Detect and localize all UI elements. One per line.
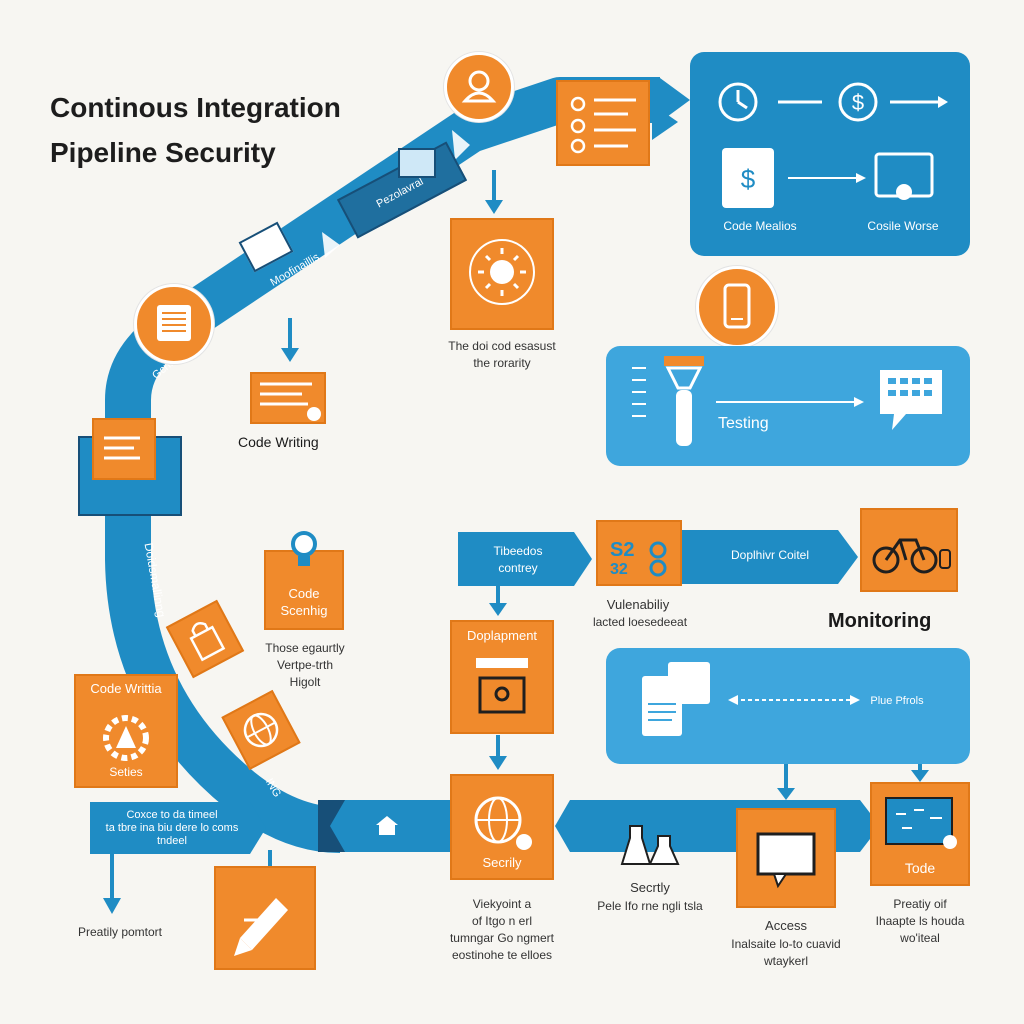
- clock-icon: [718, 82, 758, 122]
- bicycle-icon: [860, 508, 958, 592]
- document-icon: [250, 372, 326, 424]
- security-caption-line1: Viekyoint a: [472, 897, 532, 911]
- lightbulb-icon: [284, 528, 324, 572]
- deployment-bar: [682, 530, 858, 584]
- access-line1: Inalsaite lo-to cuavid: [731, 937, 841, 951]
- lock-keypad-icon: [165, 599, 245, 679]
- security-box: [450, 774, 554, 880]
- monitor-panel: [606, 648, 970, 764]
- left-ribbon-line2: ta tbre ina biu dere lo coms: [105, 822, 239, 834]
- page-subtitle: Pipeline Security: [50, 137, 276, 168]
- documents-icon: [642, 662, 860, 736]
- secrtly-line1: Pele Ifo rne ngli tsla: [597, 899, 703, 913]
- tode-box: [870, 782, 970, 886]
- drone-icon: [476, 658, 528, 714]
- those-caption-line2: Vertpe-trth: [276, 658, 334, 672]
- tode-line3: wo'iteal: [900, 931, 940, 945]
- those-caption-line3: Higolt: [289, 675, 321, 689]
- monitoring-heading: Monitoring: [828, 610, 932, 632]
- deployment-bar-label: Doplhivr Coitel: [730, 548, 810, 562]
- code-writing-2-box: [74, 674, 178, 788]
- band-screen-icon: [398, 148, 436, 178]
- whiteboard-icon: [885, 797, 957, 849]
- deployment-box-label: Doplapment: [466, 628, 538, 643]
- folder-document-icon: [92, 418, 156, 480]
- checklist-icon: [556, 80, 650, 166]
- vulnerability-ribbon: [458, 532, 592, 586]
- globe-cursor-icon: [474, 796, 532, 850]
- tode-line2: Ihaapte ls houda: [875, 914, 965, 928]
- top-arrow: [652, 104, 678, 140]
- sun-icon: [450, 218, 554, 330]
- preatily-label: Preatily pomtort: [77, 925, 163, 939]
- svg-text:$: $: [741, 164, 756, 194]
- tode-line1: Preatiy oif: [893, 897, 947, 911]
- security-box-label: Secrily: [482, 855, 522, 870]
- code-writing-2-title: Code Writtia: [90, 681, 162, 696]
- svg-text:$: $: [852, 90, 864, 115]
- card-icon: $: [722, 148, 774, 208]
- monitor-icon: [874, 152, 934, 200]
- access-line2: wtaykerl: [763, 954, 808, 968]
- chat-grid-icon: [880, 370, 942, 430]
- code-writing-label: Code Writing: [238, 434, 319, 450]
- vulnerability-ribbon-line2: contrey: [498, 561, 538, 575]
- code-scanning-line1: Code: [288, 586, 320, 601]
- secrtly-title: Secrtly: [630, 880, 670, 895]
- center-caption-line2: the rorarity: [473, 356, 531, 370]
- lab-icon: [620, 822, 682, 868]
- vulnerability-caption-line2: lacted loesedeeat: [592, 615, 688, 629]
- top-panel-right-caption: Cosile Worse: [867, 219, 939, 233]
- dollar-icon: $: [838, 82, 878, 122]
- security-caption-line2: of Itgo n erl: [471, 914, 533, 928]
- testing-label: Testing: [718, 415, 769, 432]
- flashlight-icon: [664, 356, 704, 446]
- vulnerability-ribbon-line1: Tibeedos: [493, 544, 543, 558]
- page-title: Continous Integration: [50, 92, 341, 123]
- left-ribbon: [90, 802, 266, 854]
- code-writing-2-sub: Seties: [109, 765, 143, 779]
- deployment-box: [450, 620, 554, 734]
- top-panel-left-caption: Code Mealios: [723, 219, 797, 233]
- code-scanning-line2: Scenhig: [280, 603, 328, 618]
- house-icon: [374, 814, 400, 836]
- left-ribbon-line3: tndeel: [157, 835, 187, 847]
- globe-icon: [221, 689, 301, 771]
- screen-chat-icon: [736, 808, 836, 908]
- person-icon: [444, 52, 514, 122]
- tode-title: Tode: [904, 860, 936, 876]
- testing-panel: [606, 346, 970, 466]
- security-caption-line3: tumngar Go ngmert: [449, 931, 555, 945]
- gear-icon: [103, 715, 149, 761]
- left-ribbon-line1: Coxce to da timeel: [126, 809, 218, 821]
- svg-text:S2: S2: [610, 539, 634, 561]
- those-caption-line1: Those egaurtly: [265, 641, 345, 655]
- center-caption-line1: The doi cod esasust: [448, 339, 556, 353]
- svg-text:32: 32: [610, 561, 628, 578]
- phone-icon: [696, 266, 778, 348]
- vulnerability-caption-line1: Vulenabiliy: [606, 597, 670, 612]
- monitor-panel-label: Plue Pfrols: [870, 695, 924, 707]
- access-title: Access: [765, 918, 807, 933]
- security-caption-line4: eostinohe te elloes: [451, 948, 553, 962]
- pencil-icon: [214, 866, 316, 970]
- tablet-icon: [134, 284, 214, 364]
- top-flow-panel: $ $: [690, 52, 970, 256]
